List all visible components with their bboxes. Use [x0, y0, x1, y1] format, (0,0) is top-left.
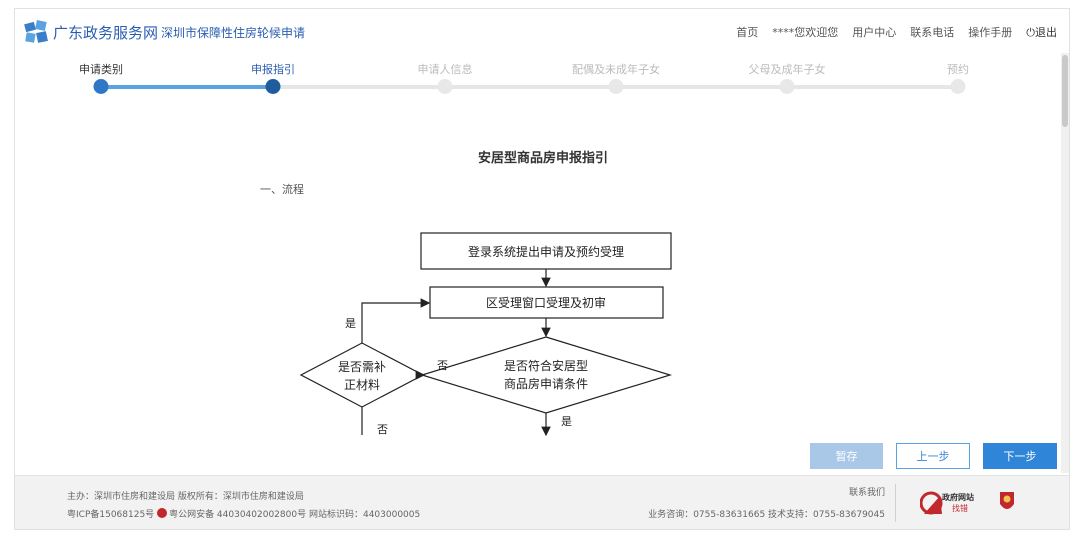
- top-nav: 首页 ****您欢迎您 用户中心 联系电话 操作手册 ⏻退出: [736, 24, 1057, 40]
- next-step-button[interactable]: 下一步: [983, 443, 1057, 469]
- step-label-appointment: 预约: [947, 63, 969, 76]
- previous-step-button[interactable]: 上一步: [896, 443, 970, 469]
- section-heading: 一、流程: [260, 183, 304, 196]
- footer-contact-phones: 业务咨询：0755-83631665 技术支持：0755-83679045: [648, 510, 885, 520]
- footer-records: 粤ICP备15068125号 粤公网安备 44030402002800号 网站标…: [67, 507, 420, 520]
- progress-fill: [101, 85, 273, 89]
- footer-divider: [895, 484, 896, 522]
- flow-decision-eligible-line1: 是否符合安居型: [504, 358, 588, 373]
- step-label-parents: 父母及成年子女: [748, 63, 826, 76]
- flow-label-no-left: 否: [437, 359, 448, 372]
- step-progress: 申请类别 申报指引 申请人信息 配偶及未成年子女 父母及成年子女 预约: [15, 55, 1069, 99]
- content-scrollbar[interactable]: [1061, 53, 1069, 473]
- app-window: 广东政务服务网 深圳市保障性住房轮候申请 首页 ****您欢迎您 用户中心 联系…: [14, 8, 1070, 530]
- nav-contact-phone[interactable]: 联系电话: [910, 26, 955, 39]
- flow-decision-supplement-line2: 正材料: [344, 378, 380, 392]
- step-label-category[interactable]: 申请类别: [79, 63, 123, 76]
- guide-content: 安居型商品房申报指引 一、流程 登录系统提出申请及预约受理 区受理窗口受理及初审…: [15, 101, 1069, 473]
- guangdong-logo-icon: [24, 20, 48, 43]
- progress-track: [101, 85, 958, 89]
- nav-user-center[interactable]: 用户中心: [852, 26, 897, 39]
- step-dot-category[interactable]: [93, 79, 109, 94]
- footer: 主办：深圳市住房和建设局 版权所有：深圳市住房和建设局 粤ICP备1506812…: [15, 475, 1069, 529]
- flow-box-review: [429, 286, 664, 319]
- step-dot-guide[interactable]: [265, 79, 281, 94]
- flow-box-review-text: 区受理窗口受理及初审: [486, 295, 606, 310]
- flow-decision-supplement: [299, 342, 425, 408]
- header: 广东政务服务网 深圳市保障性住房轮候申请 首页 ****您欢迎您 用户中心 联系…: [15, 9, 1069, 53]
- nav-welcome: ****您欢迎您: [772, 26, 839, 39]
- gov-site-error-report-icon[interactable]: [920, 488, 992, 518]
- nav-logout[interactable]: ⏻退出: [1026, 24, 1057, 40]
- service-name: 深圳市保障性住房轮候申请: [161, 26, 306, 40]
- guide-title: 安居型商品房申报指引: [477, 151, 608, 166]
- save-draft-button[interactable]: 暂存: [810, 443, 883, 469]
- step-dot-parents: [779, 79, 795, 94]
- flow-label-yes-bottom: 是: [561, 415, 572, 428]
- national-emblem-icon[interactable]: [998, 490, 1016, 514]
- nav-manual[interactable]: 操作手册: [968, 26, 1013, 39]
- flow-decision-eligible: [419, 336, 673, 414]
- power-icon: ⏻: [1026, 26, 1035, 39]
- footer-contact-us[interactable]: 联系我们: [848, 488, 885, 498]
- footer-icp[interactable]: 粤ICP备15068125号: [67, 510, 155, 520]
- step-label-guide[interactable]: 申报指引: [251, 63, 295, 76]
- step-label-applicant: 申请人信息: [417, 63, 473, 76]
- logout-label: 退出: [1035, 26, 1057, 39]
- flow-decision-eligible-line2: 商品房申请条件: [504, 376, 588, 391]
- step-label-spouse: 配偶及未成年子女: [572, 63, 660, 76]
- step-dot-appointment: [950, 79, 966, 94]
- flow-label-no-bottom: 否: [377, 423, 388, 436]
- footer-site-code: 网站标识码：4403000005: [308, 510, 421, 520]
- footer-sponsor: 主办：深圳市住房和建设局 版权所有：深圳市住房和建设局: [67, 492, 304, 502]
- flow-label-yes-top: 是: [345, 317, 356, 330]
- step-dot-spouse: [608, 79, 624, 94]
- badge-line2: 找错: [952, 504, 968, 513]
- footer-police-record[interactable]: 粤公网安备 44030402002800号: [169, 510, 307, 520]
- scrollbar-thumb[interactable]: [1062, 55, 1068, 127]
- flow-loop-back: [361, 298, 431, 343]
- nav-home[interactable]: 首页: [736, 26, 759, 39]
- flow-box-submit-text: 登录系统提出申请及预约受理: [468, 244, 624, 259]
- badge-line1: 政府网站: [942, 493, 974, 502]
- flow-decision-supplement-line1: 是否需补: [338, 360, 386, 374]
- police-badge-icon: [157, 508, 168, 518]
- process-flowchart: 登录系统提出申请及预约受理 区受理窗口受理及初审 是否符合安居型 商品房申请条件…: [299, 232, 673, 437]
- site-name[interactable]: 广东政务服务网: [53, 24, 159, 42]
- step-dot-applicant: [437, 79, 453, 94]
